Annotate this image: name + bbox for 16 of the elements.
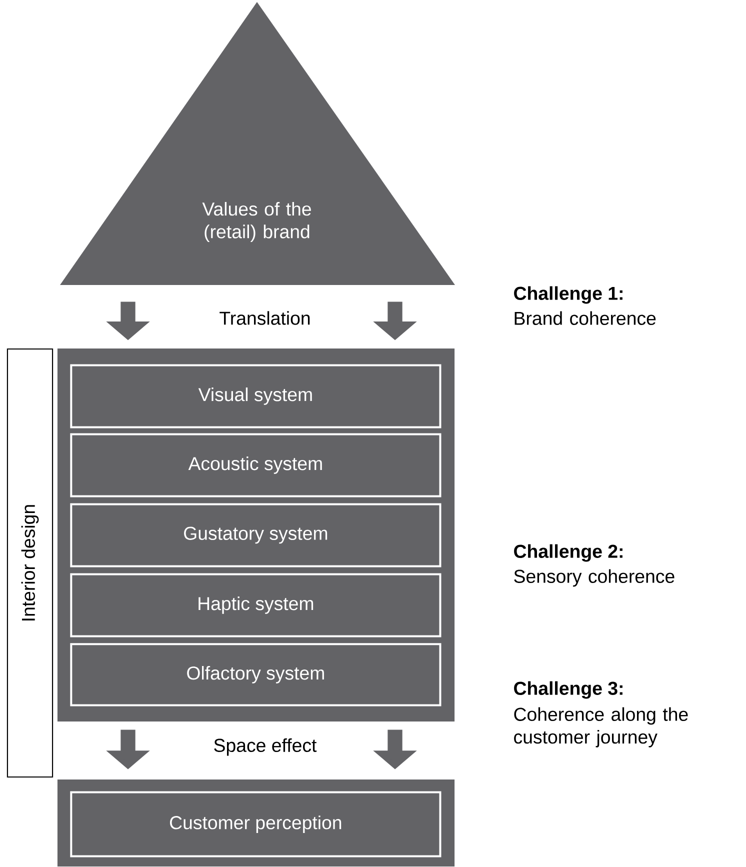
- system-box: Gustatory system: [70, 503, 442, 568]
- step-label: Space effect: [214, 738, 317, 756]
- system-box: Haptic system: [70, 573, 442, 638]
- challenge-text: Brand coherence: [514, 311, 656, 325]
- side-box: Interior design: [6, 348, 54, 778]
- challenge-heading: Challenge 1:: [514, 286, 622, 304]
- step-label: Translation: [220, 311, 310, 325]
- challenge-heading: Challenge 3:: [514, 681, 622, 699]
- system-box: Olfactory system: [70, 643, 442, 706]
- system-box: Visual system: [70, 364, 442, 428]
- system-box: Acoustic system: [70, 433, 442, 498]
- challenge-heading: Challenge 2:: [514, 544, 622, 562]
- challenge-text: Coherence along the customer journey: [514, 707, 688, 748]
- system-box: Customer perception: [70, 791, 442, 858]
- triangle: Values of the (retail) brand: [60, 2, 455, 285]
- challenge-text: Sensory coherence: [514, 569, 674, 587]
